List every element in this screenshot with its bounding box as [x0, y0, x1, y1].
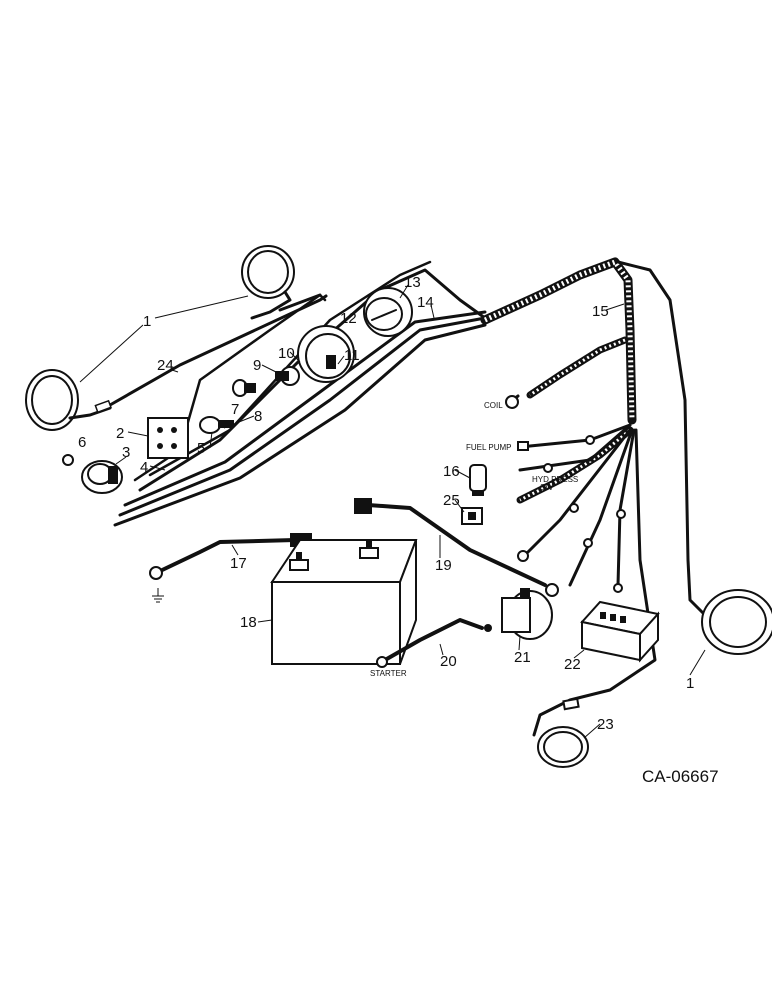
cable-20 [376, 618, 484, 668]
gauge-13 [363, 287, 413, 337]
callout-18: 18 [240, 614, 257, 631]
callout-2: 2 [116, 425, 124, 442]
callout-11: 11 [344, 347, 360, 364]
connector-6 [62, 454, 74, 466]
switch-9 [275, 366, 300, 386]
lamp-left [25, 369, 112, 431]
callout-14: 14 [417, 294, 434, 311]
callout-13: 13 [404, 274, 421, 291]
label-fuel-pump: FUEL PUMP [466, 443, 512, 452]
label-starter: STARTER [370, 669, 407, 678]
key-switch [81, 460, 123, 494]
callout-12: 12 [340, 310, 357, 327]
label-hyd-press: HYD PRESS [532, 475, 578, 484]
cable-19 [354, 498, 559, 597]
callout-5: 5 [197, 440, 205, 457]
callout-20: 20 [440, 653, 457, 670]
callout-24: 24 [157, 357, 174, 374]
callout-6: 6 [78, 434, 86, 451]
gauge-12 [297, 325, 355, 383]
callout-23: 23 [597, 716, 614, 733]
flasher-25 [461, 507, 483, 525]
callout-17: 17 [230, 555, 247, 572]
drawing-code: CA-06667 [642, 767, 719, 786]
leader-lines [79, 284, 706, 739]
callout-16: 16 [443, 463, 460, 480]
callout-1-right: 1 [686, 675, 694, 692]
callout-25: 25 [443, 492, 460, 509]
callout-1-top: 1 [143, 313, 151, 330]
callout-10: 10 [278, 345, 295, 362]
callout-22: 22 [564, 656, 581, 673]
callout-3: 3 [122, 444, 130, 461]
label-coil: COIL [484, 401, 503, 410]
lamp-right [616, 260, 772, 655]
callout-8: 8 [254, 408, 262, 425]
battery-18 [270, 539, 418, 665]
switch-7 [232, 379, 256, 397]
lamp-23 [537, 697, 589, 768]
callout-9: 9 [253, 357, 261, 374]
callout-7: 7 [231, 401, 239, 418]
main-harness [480, 257, 657, 737]
switch-16 [469, 464, 487, 496]
solenoid-21 [484, 588, 553, 640]
switch-8 [199, 416, 234, 434]
ignition-switch [147, 417, 189, 459]
callout-15: 15 [592, 303, 609, 320]
callout-21: 21 [514, 649, 531, 666]
lamp-upper-left [241, 245, 295, 320]
callout-4: 4 [140, 459, 148, 476]
label-sw: SW [540, 483, 553, 492]
relay-box-22 [580, 600, 660, 663]
callout-19: 19 [435, 557, 452, 574]
